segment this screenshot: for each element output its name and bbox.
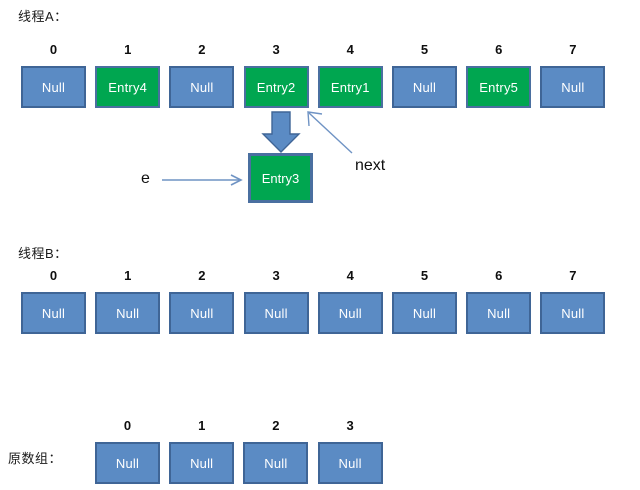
thread-b-cell-1-label: Null (116, 305, 140, 321)
thread-a-index-5: 5 (420, 42, 429, 57)
original-array-cell-2-label: Null (264, 455, 288, 471)
thread-b-label: 线程B： (18, 246, 68, 261)
thread-b-cell-0-label: Null (41, 305, 66, 321)
thread-b-index-0: 0 (49, 268, 58, 283)
thick-down-arrow-icon (261, 111, 301, 153)
thread-a-cell-4-label: Entry1 (330, 79, 370, 95)
original-array-index-1: 1 (198, 418, 206, 433)
thread-b-cell-0[interactable]: Null (21, 292, 86, 334)
original-array-cell-1[interactable]: Null (169, 442, 235, 484)
next-arrow-icon (307, 111, 353, 154)
thread-a-label: 线程A： (18, 9, 68, 24)
thread-b-cell-3-label: Null (264, 305, 288, 321)
thread-b-cell-1[interactable]: Null (95, 292, 161, 334)
thread-a-cell-5[interactable]: Null (392, 66, 457, 108)
thread-a-cell-0[interactable]: Null (21, 66, 86, 108)
thread-b-index-1: 1 (124, 268, 132, 283)
thread-b-index-4: 4 (346, 268, 354, 283)
thread-b-index-7: 7 (569, 268, 577, 283)
thread-a-cell-6[interactable]: Entry5 (466, 66, 532, 108)
thread-b-index-5: 5 (420, 268, 429, 283)
thread-b-index-6: 6 (495, 268, 503, 283)
thread-a-index-7: 7 (569, 42, 577, 57)
thread-a-cell-7[interactable]: Null (540, 66, 606, 108)
thread-a-cell-2-label: Null (190, 79, 214, 95)
thread-b-cell-4[interactable]: Null (317, 292, 383, 334)
thread-b-cell-2[interactable]: Null (169, 292, 235, 334)
thread-a-index-3: 3 (272, 42, 280, 57)
thread-a-cell-3[interactable]: Entry2 (243, 66, 309, 108)
thread-a-cell-2[interactable]: Null (169, 66, 235, 108)
next-label: next (355, 157, 386, 174)
entry3-node[interactable]: Entry3 (248, 153, 313, 203)
thread-b-cell-5-label: Null (412, 305, 437, 321)
original-array-index-3: 3 (346, 418, 354, 433)
thread-b-cell-7[interactable]: Null (540, 292, 606, 334)
thread-b-cell-7-label: Null (561, 305, 585, 321)
thread-a-cell-0-label: Null (41, 79, 66, 95)
entry3-node-label: Entry3 (261, 170, 300, 186)
thread-b-cell-6-label: Null (487, 305, 511, 321)
original-array-cell-2[interactable]: Null (243, 442, 309, 484)
original-array-cell-3[interactable]: Null (317, 442, 383, 484)
pointer-e-label: e (141, 170, 150, 187)
original-array-label: 原数组： (8, 451, 63, 466)
thread-a-cell-1[interactable]: Entry4 (95, 66, 161, 108)
original-array-index-0: 0 (123, 418, 132, 433)
thread-a-cell-1-label: Entry4 (108, 79, 148, 95)
thread-a-index-4: 4 (346, 42, 354, 57)
original-array-cell-1-label: Null (190, 455, 214, 471)
thread-b-cell-6[interactable]: Null (466, 292, 532, 334)
thread-b-index-3: 3 (272, 268, 280, 283)
original-array-index-2: 2 (272, 418, 280, 433)
pointer-e-arrow-icon (162, 174, 243, 186)
thread-a-index-0: 0 (49, 42, 58, 57)
thread-a-cell-6-label: Entry5 (479, 79, 519, 95)
thread-b-cell-2-label: Null (190, 305, 214, 321)
original-array-cell-0[interactable]: Null (95, 442, 160, 484)
thread-a-cell-4[interactable]: Entry1 (317, 66, 383, 108)
thread-a-index-2: 2 (198, 42, 206, 57)
original-array-cell-0-label: Null (115, 455, 140, 471)
original-array-cell-3-label: Null (338, 455, 362, 471)
thread-b-cell-3[interactable]: Null (243, 292, 309, 334)
thread-b-cell-5[interactable]: Null (392, 292, 457, 334)
thread-a-cell-3-label: Entry2 (256, 79, 296, 95)
thread-b-index-2: 2 (198, 268, 206, 283)
thread-a-cell-5-label: Null (412, 79, 437, 95)
thread-a-index-1: 1 (124, 42, 132, 57)
thread-a-cell-7-label: Null (561, 79, 585, 95)
thread-b-cell-4-label: Null (338, 305, 362, 321)
thread-a-index-6: 6 (495, 42, 503, 57)
